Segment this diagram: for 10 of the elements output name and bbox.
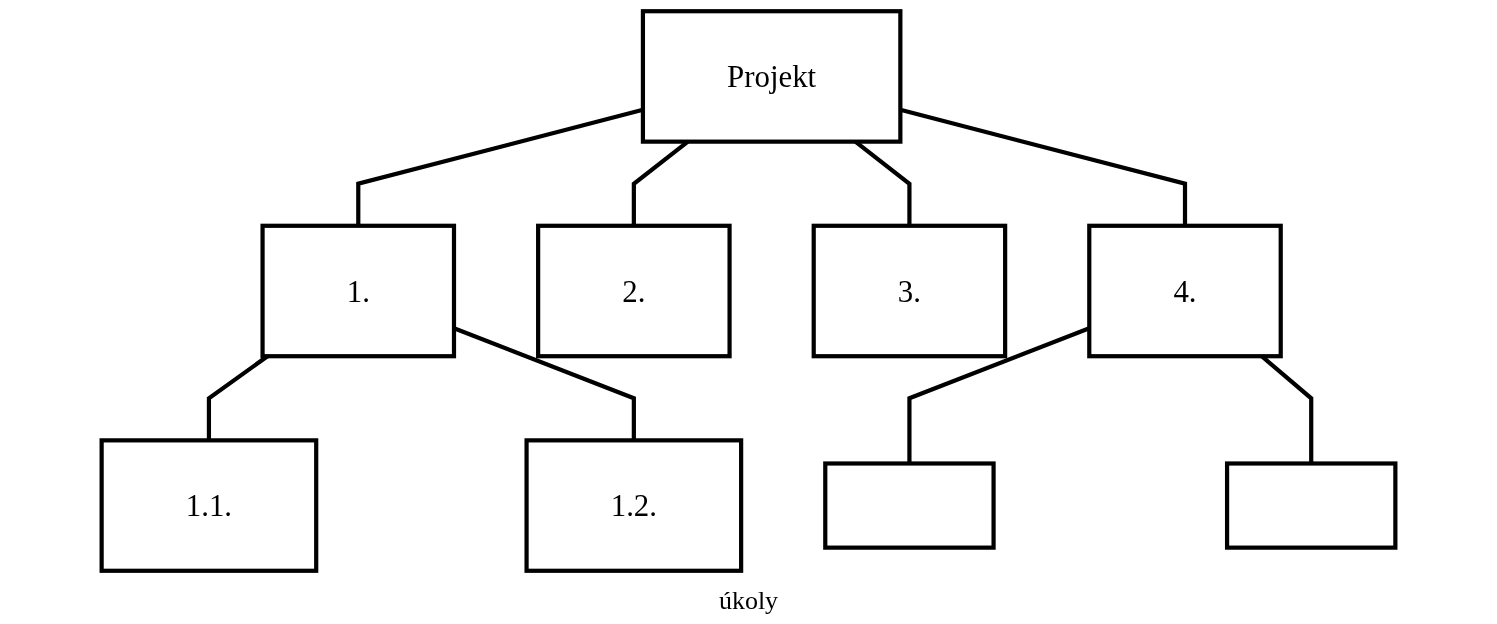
- box: 4.: [1087, 223, 1283, 359]
- box: [1224, 461, 1398, 550]
- box: 3.: [811, 223, 1008, 359]
- note-text: úkoly: [718, 586, 779, 616]
- box: [823, 461, 996, 550]
- box: 1.2.: [524, 438, 744, 573]
- box: Projekt: [640, 9, 903, 144]
- box: 2.: [536, 223, 732, 359]
- box: 1.1.: [99, 438, 319, 573]
- box: 1.: [260, 223, 457, 359]
